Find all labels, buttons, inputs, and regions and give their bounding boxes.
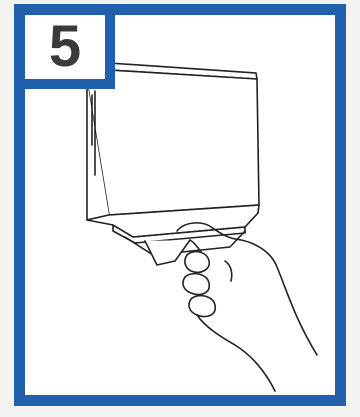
instruction-panel: 5	[14, 4, 346, 406]
step-number: 5	[49, 18, 81, 76]
step-number-badge: 5	[25, 15, 115, 89]
